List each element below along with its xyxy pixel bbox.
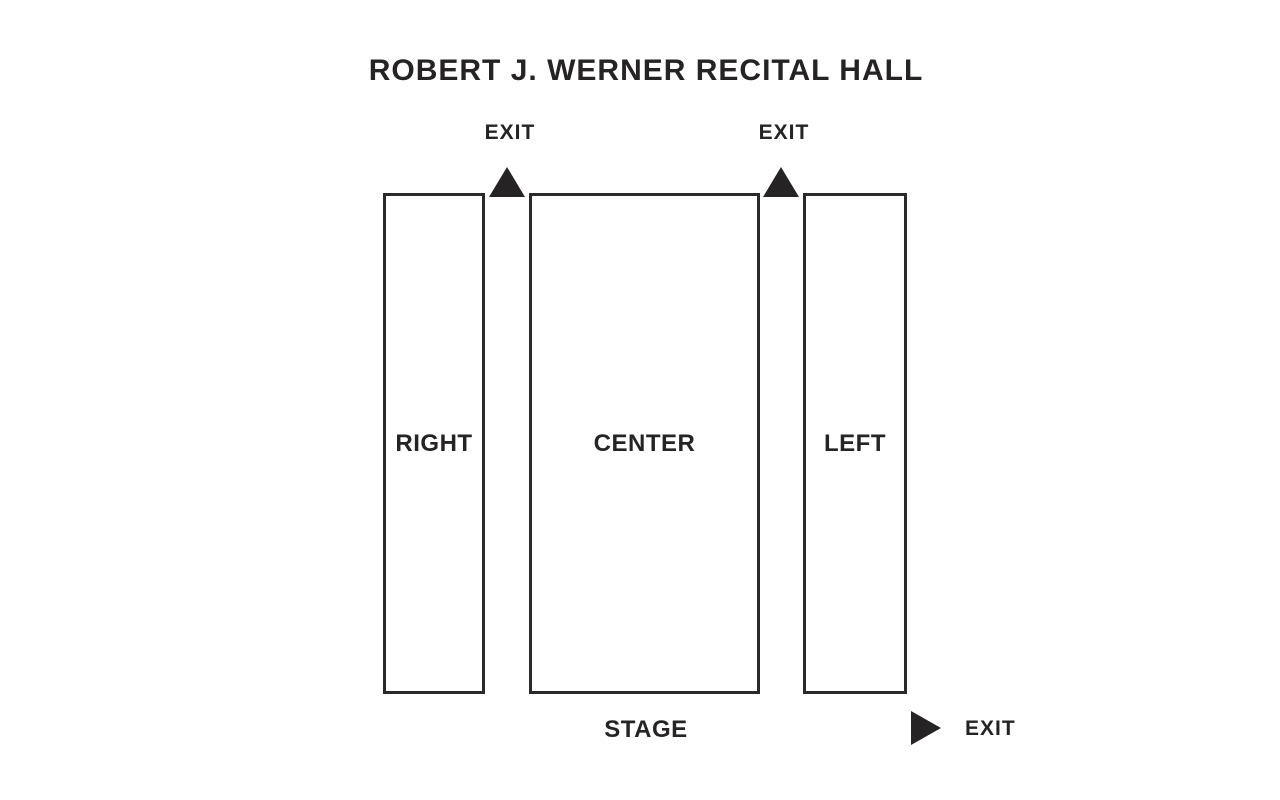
stage-label: STAGE bbox=[604, 716, 688, 743]
section-right-label: RIGHT bbox=[395, 429, 473, 457]
section-right[interactable]: RIGHT bbox=[383, 193, 485, 694]
section-left[interactable]: LEFT bbox=[803, 193, 907, 694]
exit-label-bottom-right: EXIT bbox=[965, 717, 1016, 740]
exit-label-top-left: EXIT bbox=[484, 121, 536, 144]
section-center-label: CENTER bbox=[593, 429, 696, 457]
exit-arrow-up-icon bbox=[763, 167, 799, 197]
exit-label-top-right: EXIT bbox=[758, 121, 810, 144]
section-center[interactable]: CENTER bbox=[529, 193, 760, 694]
page-title: ROBERT J. WERNER RECITAL HALL bbox=[368, 54, 924, 87]
exit-arrow-up-icon bbox=[489, 167, 525, 197]
section-left-label: LEFT bbox=[824, 429, 886, 457]
exit-arrow-right-icon bbox=[911, 711, 941, 745]
